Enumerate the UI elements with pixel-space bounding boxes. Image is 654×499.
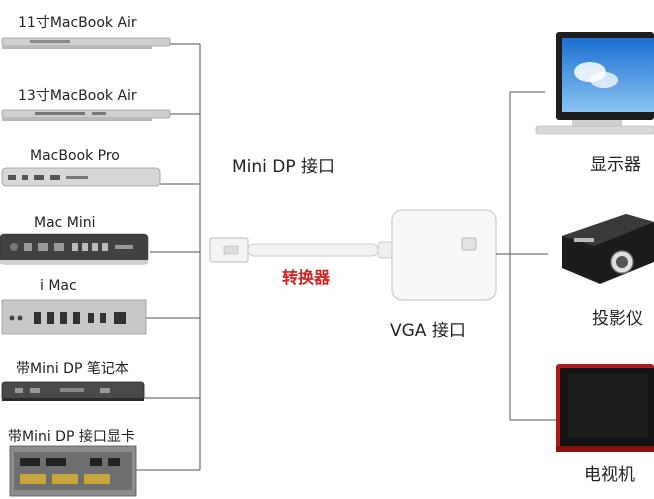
source-label-mac-mini: Mac Mini [34,215,96,231]
vga-port-label: VGA 接口 [390,321,466,341]
macbook-air-13-image [1,109,171,121]
source-bracket [136,43,201,471]
source-label-imac: i Mac [40,278,77,294]
projector-image [562,214,654,284]
source-label-macbook-air-13: 13寸MacBook Air [18,88,137,104]
imac-image [1,299,147,335]
adapter-image [209,209,497,301]
tv-image [556,364,654,452]
adapter-label: 转换器 [282,268,331,287]
mac-mini-image [0,233,149,265]
target-label-monitor: 显示器 [590,155,641,175]
target-bracket [496,91,556,421]
source-label-mini-dp-notebook: 带Mini DP 笔记本 [16,361,129,377]
source-label-macbook-pro: MacBook Pro [30,148,120,164]
mini-dp-graphics-card-image [9,445,137,497]
source-label-mini-dp-graphics-card: 带Mini DP 接口显卡 [8,429,135,445]
mini-dp-port-label: Mini DP 接口 [232,157,336,177]
monitor-image [535,32,654,135]
target-label-projector: 投影仪 [592,309,643,329]
macbook-air-11-image [1,37,171,49]
source-label-macbook-air-11: 11寸MacBook Air [18,15,137,31]
mini-dp-notebook-image [1,381,145,401]
macbook-pro-image [1,167,161,187]
target-label-tv: 电视机 [584,465,635,485]
